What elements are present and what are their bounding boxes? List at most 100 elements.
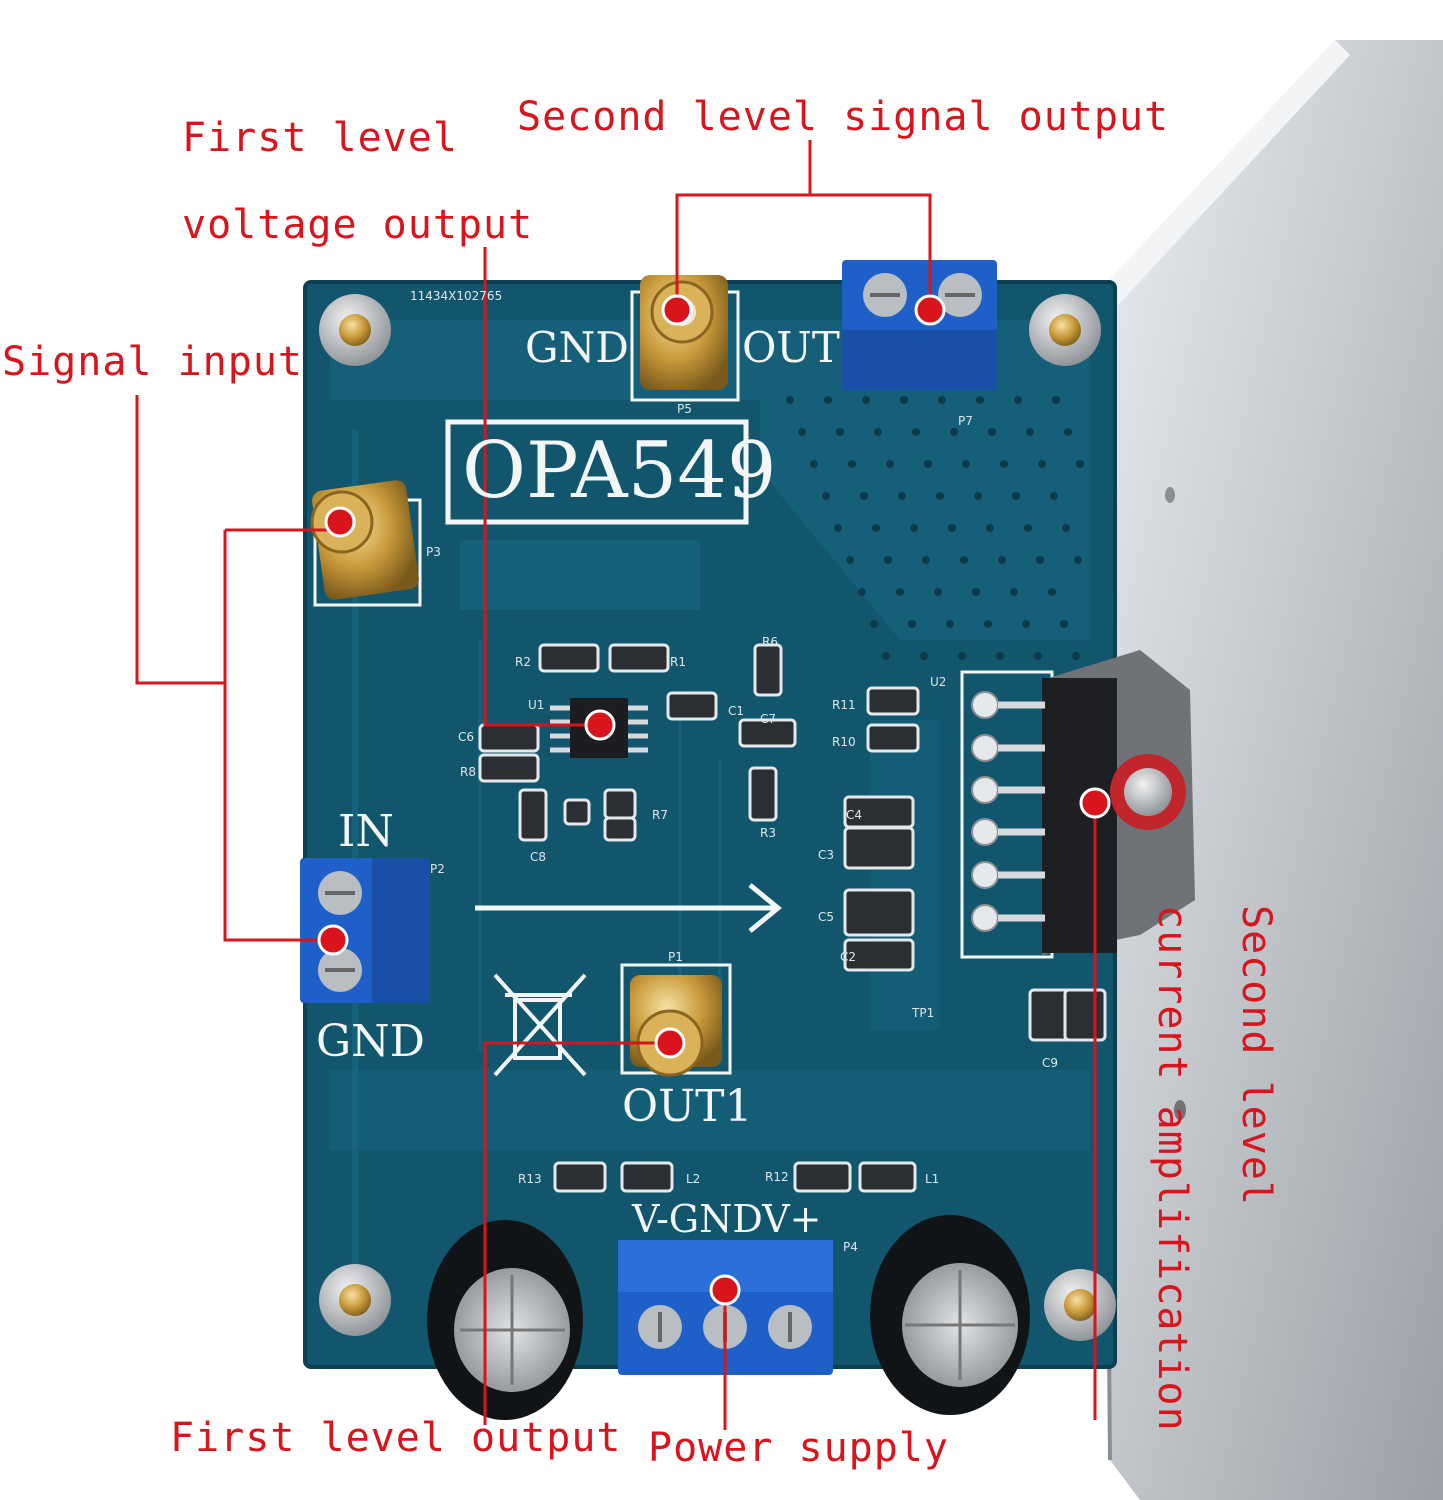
smd-part <box>738 718 797 748</box>
in-label: IN <box>338 806 394 857</box>
designator-tp1: TP1 <box>912 1006 935 1020</box>
via <box>1048 588 1056 596</box>
via <box>1012 492 1020 500</box>
via <box>1050 492 1058 500</box>
via <box>948 524 956 532</box>
via <box>860 492 868 500</box>
via <box>836 428 844 436</box>
designator-l2: L2 <box>686 1172 701 1186</box>
gnd-top-label: GND <box>525 323 629 372</box>
callout-voltage-output: voltage output <box>182 202 534 248</box>
via <box>976 396 984 404</box>
chip-label: OPA549 <box>462 426 777 516</box>
smd-part <box>793 1161 852 1193</box>
via <box>1034 652 1042 660</box>
via <box>822 492 830 500</box>
via <box>962 460 970 468</box>
via <box>884 556 892 564</box>
via <box>934 588 942 596</box>
via <box>986 524 994 532</box>
via <box>862 396 870 404</box>
via <box>858 588 866 596</box>
designator-p4: P4 <box>843 1240 858 1254</box>
smd-part <box>608 643 670 673</box>
op-amp-u1 <box>550 698 648 758</box>
callout-dots <box>317 294 1111 1306</box>
smd-part <box>866 686 920 716</box>
smd-part <box>858 1161 917 1193</box>
pcb-board <box>303 280 1117 1369</box>
designator-r7: R7 <box>652 808 668 822</box>
callout-second-level-signal-output: Second level signal output <box>517 94 1170 140</box>
via <box>900 396 908 404</box>
designator-u1: U1 <box>528 698 545 712</box>
smd-part <box>666 691 718 721</box>
designator-r8: R8 <box>460 765 476 779</box>
designator-c1: C1 <box>728 704 745 718</box>
smd-part <box>843 938 915 972</box>
via <box>924 460 932 468</box>
via <box>1014 396 1022 404</box>
smd-part <box>603 788 637 820</box>
via <box>810 460 818 468</box>
via <box>938 396 946 404</box>
smd-part <box>1063 988 1107 1042</box>
via <box>912 428 920 436</box>
designator-c5: C5 <box>818 910 835 924</box>
via <box>872 524 880 532</box>
via <box>996 652 1004 660</box>
smd-part <box>748 766 778 822</box>
serial-number: 11434X102765 <box>410 289 503 303</box>
smd-part <box>553 1161 607 1193</box>
designator-r13: R13 <box>518 1172 542 1186</box>
smd-components <box>478 643 1107 1193</box>
smd-part <box>843 826 915 870</box>
via <box>922 556 930 564</box>
gnd-left-label: GND <box>316 1016 425 1067</box>
via <box>848 460 856 468</box>
sma-connector-p3 <box>310 480 422 607</box>
via <box>886 460 894 468</box>
via <box>870 620 878 628</box>
designator-u2: U2 <box>930 675 947 689</box>
via <box>1000 460 1008 468</box>
via <box>874 428 882 436</box>
via <box>786 396 794 404</box>
smd-part <box>866 723 920 753</box>
via <box>984 620 992 628</box>
designator-c4: C4 <box>846 808 863 822</box>
via <box>1060 620 1068 628</box>
power-amplifier-u2 <box>960 650 1195 959</box>
via <box>798 428 806 436</box>
out-top-label: OUT <box>742 323 840 372</box>
via <box>972 588 980 596</box>
designator-c9: C9 <box>1042 1056 1059 1070</box>
via <box>846 556 854 564</box>
via <box>1052 396 1060 404</box>
callout-power-supply: Power supply <box>648 1425 949 1471</box>
smd-part <box>620 1161 674 1193</box>
via <box>1062 524 1070 532</box>
via <box>1024 524 1032 532</box>
designator-r3: R3 <box>760 826 776 840</box>
designator-r11: R11 <box>832 698 856 712</box>
smd-part <box>563 798 591 826</box>
terminal-block-p2 <box>300 858 430 1003</box>
designator-c3: C3 <box>818 848 835 862</box>
via <box>834 524 842 532</box>
sma-connector-p5 <box>630 275 740 402</box>
designator-c7: C7 <box>760 712 777 726</box>
designator-p7: P7 <box>958 414 973 428</box>
via <box>1036 556 1044 564</box>
via <box>960 556 968 564</box>
smd-part <box>478 723 540 753</box>
via <box>1072 652 1080 660</box>
smd-part <box>518 788 548 842</box>
callout-current-amplification: current amplification <box>1149 905 1195 1432</box>
via <box>1022 620 1030 628</box>
via <box>958 652 966 660</box>
sma-connector-p1 <box>620 963 732 1077</box>
designator-p1: P1 <box>668 950 683 964</box>
designator-r10: R10 <box>832 735 856 749</box>
